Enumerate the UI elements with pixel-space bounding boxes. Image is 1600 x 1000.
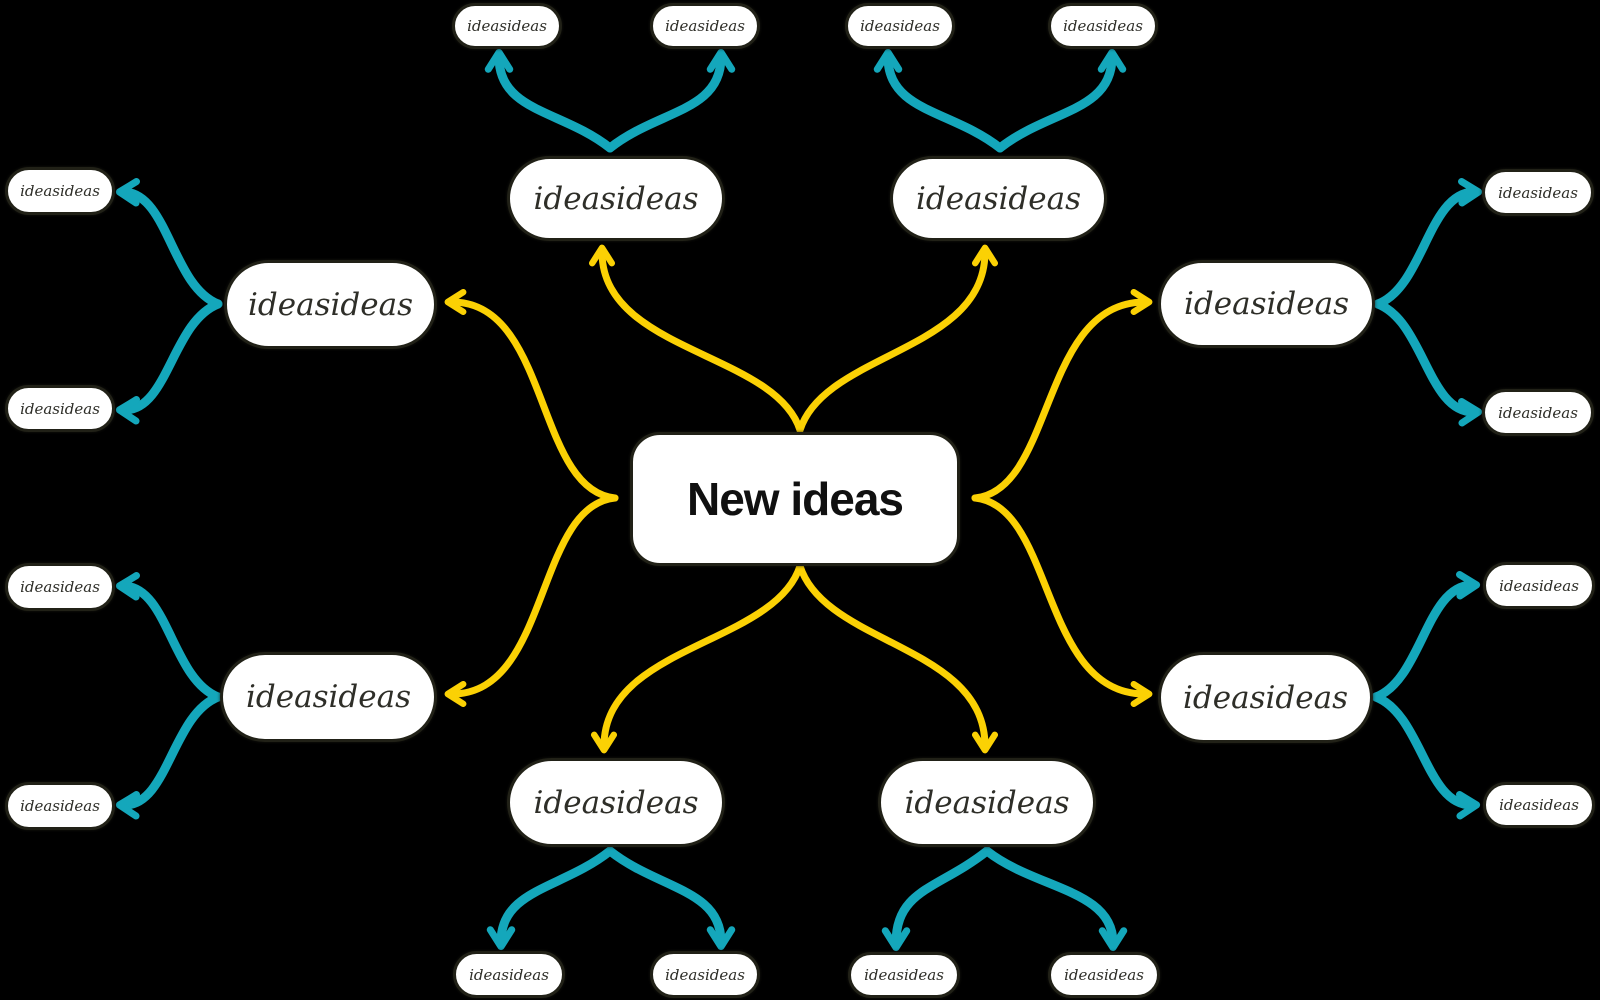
branch-label: ideasideas [248,286,413,323]
branch-node-left-upper[interactable]: ideasideas [224,260,437,349]
link-branch-2-leaf-1 [115,299,223,425]
leaf-node[interactable]: ideasideas [1048,3,1158,49]
branch-node-right-lower[interactable]: ideasideas [1158,652,1373,743]
leaf-node[interactable]: ideasideas [5,782,115,830]
leaf-node[interactable]: ideasideas [848,952,960,998]
link-center-branch-5 [971,494,1153,707]
link-center-branch-1 [796,244,999,434]
leaf-node[interactable]: ideasideas [5,563,115,611]
branch-label: ideasideas [1183,679,1348,716]
link-branch-7-leaf-0 [881,846,992,952]
branch-label: ideasideas [916,180,1081,217]
link-branch-6-leaf-0 [486,846,615,951]
link-center-branch-7 [796,562,999,754]
leaf-label: ideasideas [864,966,944,984]
link-center-branch-3 [971,289,1153,502]
link-branch-4-leaf-0 [115,572,223,702]
leaf-label: ideasideas [1063,17,1143,35]
branch-node-bottom-right[interactable]: ideasideas [878,758,1096,847]
leaf-node[interactable]: ideasideas [453,951,565,998]
link-branch-7-leaf-1 [982,846,1128,952]
leaf-node[interactable]: ideasideas [1483,782,1595,828]
link-branch-1-leaf-0 [873,48,1005,153]
leaf-node[interactable]: ideasideas [452,3,562,49]
leaf-node[interactable]: ideasideas [650,951,760,998]
branch-label: ideasideas [904,784,1070,821]
leaf-label: ideasideas [20,578,100,596]
leaf-label: ideasideas [20,182,100,200]
link-branch-3-leaf-0 [1373,178,1483,309]
leaf-label: ideasideas [1498,403,1578,422]
link-center-branch-2 [444,289,619,502]
leaf-node[interactable]: ideasideas [1482,169,1594,216]
branch-node-left-lower[interactable]: ideasideas [220,652,437,742]
leaf-label: ideasideas [20,797,100,815]
leaf-node[interactable]: ideasideas [5,385,115,432]
link-branch-4-leaf-1 [115,692,223,820]
central-topic-label: New ideas [687,473,904,525]
link-branch-3-leaf-1 [1373,299,1483,427]
leaf-node[interactable]: ideasideas [1048,952,1160,998]
link-branch-1-leaf-1 [995,48,1127,153]
leaf-label: ideasideas [860,17,940,35]
branch-node-right-upper[interactable]: ideasideas [1158,260,1375,348]
link-branch-2-leaf-0 [115,178,223,309]
leaf-label: ideasideas [665,17,745,35]
central-topic-node[interactable]: New ideas [630,432,960,566]
leaf-label: ideasideas [1498,183,1578,202]
branch-label: ideasideas [533,784,699,821]
branch-label: ideasideas [246,679,411,715]
leaf-node[interactable]: ideasideas [845,3,955,49]
leaf-label: ideasideas [20,399,100,418]
link-branch-0-leaf-1 [605,48,736,153]
link-center-branch-0 [588,244,804,434]
branch-node-top-left[interactable]: ideasideas [507,156,725,241]
leaf-node[interactable]: ideasideas [1483,562,1595,609]
leaf-node[interactable]: ideasideas [5,167,115,215]
leaf-node[interactable]: ideasideas [650,3,760,49]
branch-label: ideasideas [533,180,699,217]
branch-node-bottom-left[interactable]: ideasideas [507,758,725,847]
leaf-label: ideasideas [665,965,745,984]
branch-label: ideasideas [1184,286,1349,322]
link-branch-5-leaf-0 [1371,571,1481,702]
branch-node-top-right[interactable]: ideasideas [890,156,1107,241]
link-center-branch-6 [590,562,804,754]
leaf-label: ideasideas [467,17,547,35]
leaf-label: ideasideas [469,965,549,984]
leaf-label: ideasideas [1064,966,1144,984]
link-center-branch-4 [444,494,619,707]
leaf-label: ideasideas [1499,576,1579,595]
leaf-node[interactable]: ideasideas [1482,389,1594,436]
link-branch-6-leaf-1 [605,846,736,951]
link-branch-0-leaf-0 [484,48,615,153]
link-branch-5-leaf-1 [1371,692,1481,820]
leaf-label: ideasideas [1499,796,1579,814]
